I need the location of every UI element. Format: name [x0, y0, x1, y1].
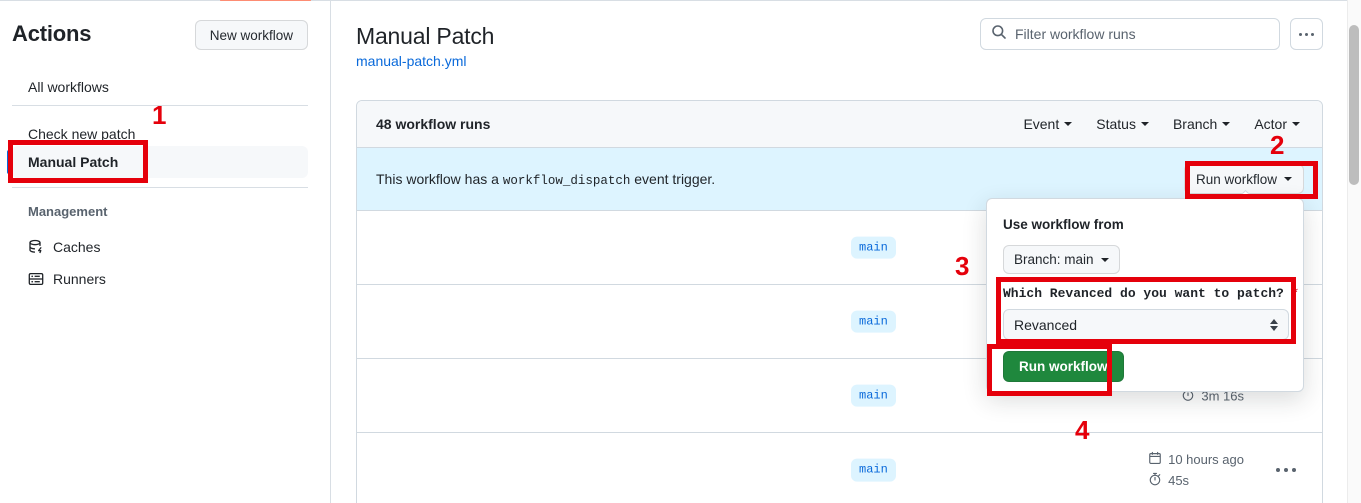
search-icon	[991, 24, 1015, 45]
dispatch-text-before: This workflow has a	[376, 170, 499, 187]
revanced-select[interactable]: Revanced	[1003, 309, 1289, 340]
branch-selector-label: Branch: main	[1014, 252, 1094, 267]
workflow-input-label: Which Revanced do you want to patch? *	[1003, 286, 1299, 301]
sidebar-item-label: Manual Patch	[28, 154, 119, 170]
page-title-actions: Actions	[12, 21, 92, 46]
chevron-down-icon	[1064, 122, 1073, 126]
sidebar-item-check-new-patch[interactable]: Check new patch	[12, 118, 308, 150]
sidebar-item-manual-patch[interactable]: Manual Patch	[7, 146, 308, 178]
select-arrows-icon	[1270, 318, 1278, 331]
sidebar: Actions New workflow All workflows Check…	[0, 1, 330, 503]
workflow-runs-panel: 48 workflow runs Event Status Branch	[356, 100, 1323, 503]
workflow-input-label-text: Which Revanced do you want to patch?	[1003, 286, 1284, 301]
sidebar-item-caches[interactable]: Caches	[12, 232, 308, 262]
workflow-file-link[interactable]: manual-patch.yml	[356, 53, 467, 69]
dispatch-text-after: event trigger.	[634, 170, 716, 187]
page-scrollbar-thumb[interactable]	[1349, 25, 1359, 185]
run-workflow-dropdown-button[interactable]: Run workflow	[1183, 164, 1304, 194]
sidebar-item-label: Runners	[53, 271, 106, 287]
sidebar-divider-2	[12, 187, 308, 188]
revanced-select-value: Revanced	[1014, 316, 1078, 333]
runners-icon	[28, 271, 44, 287]
kebab-dot	[1284, 468, 1288, 472]
branch-selector-button[interactable]: Branch: main	[1003, 245, 1120, 274]
stopwatch-icon	[1148, 472, 1162, 489]
chevron-down-icon	[1140, 122, 1149, 126]
sidebar-vertical-divider	[330, 0, 331, 503]
chevron-down-icon	[1292, 122, 1300, 126]
new-workflow-button[interactable]: New workflow	[194, 20, 308, 50]
kebab-dot	[1292, 468, 1296, 472]
row-options-button[interactable]	[1272, 464, 1300, 476]
run-duration-label: 45s	[1168, 473, 1190, 488]
run-timestamp: 10 hours ago	[1148, 451, 1244, 468]
dispatch-banner-text: This workflow has a workflow_dispatch ev…	[376, 171, 715, 188]
use-workflow-from-label: Use workflow from	[1003, 217, 1124, 232]
branch-badge[interactable]: main	[851, 458, 896, 482]
run-workflow-button-label: Run workflow	[1195, 171, 1277, 187]
workflow-runs-count: 48 workflow runs	[376, 116, 491, 132]
main-content: Manual Patch manual-patch.yml 48 workflo…	[331, 1, 1347, 503]
sidebar-header: Actions New workflow	[12, 20, 308, 54]
filter-label: Event	[1023, 116, 1060, 132]
chevron-down-icon	[1100, 257, 1109, 262]
dispatch-event-code: workflow_dispatch	[502, 173, 631, 188]
kebab-horizontal-icon	[1299, 32, 1314, 36]
filter-event[interactable]: Event	[1023, 116, 1073, 132]
filter-branch[interactable]: Branch	[1172, 116, 1231, 132]
filter-status[interactable]: Status	[1096, 116, 1149, 132]
sidebar-item-label: All workflows	[28, 79, 109, 95]
sidebar-item-runners[interactable]: Runners	[12, 264, 308, 294]
sidebar-item-all-workflows[interactable]: All workflows	[12, 71, 308, 103]
page-title: Manual Patch	[356, 23, 495, 49]
workflow-options-button[interactable]	[1290, 18, 1323, 50]
run-workflow-dropdown-panel: Use workflow from Branch: main Which Rev…	[986, 198, 1304, 392]
sidebar-divider-1	[12, 105, 308, 106]
filter-label: Actor	[1254, 116, 1287, 132]
kebab-dot	[1276, 468, 1280, 472]
filter-label: Branch	[1172, 116, 1218, 132]
branch-badge[interactable]: main	[851, 236, 896, 259]
runs-panel-header: 48 workflow runs Event Status Branch	[357, 101, 1322, 148]
run-meta: 10 hours ago 45s	[1148, 451, 1244, 489]
cache-icon	[28, 239, 44, 255]
table-row[interactable]: main 10 hours ago	[357, 433, 1322, 503]
filter-label: Status	[1096, 116, 1136, 132]
chevron-down-icon	[1222, 122, 1231, 126]
branch-badge[interactable]: main	[851, 384, 896, 407]
search-input[interactable]	[1015, 26, 1269, 42]
run-duration: 45s	[1148, 472, 1244, 489]
calendar-icon	[1148, 451, 1162, 468]
top-divider	[0, 0, 1347, 1]
sidebar-item-label: Check new patch	[28, 126, 136, 142]
chevron-down-icon	[1284, 177, 1292, 181]
filter-actor[interactable]: Actor	[1254, 116, 1300, 132]
required-marker: *	[1291, 286, 1300, 301]
runs-filters: Event Status Branch Actor	[1023, 116, 1300, 132]
run-workflow-submit-button[interactable]: Run workflow	[1003, 351, 1124, 382]
search-input-wrapper[interactable]	[980, 18, 1280, 50]
run-timestamp-label: 10 hours ago	[1168, 452, 1244, 467]
branch-badge[interactable]: main	[851, 310, 896, 333]
management-section-label: Management	[28, 204, 108, 219]
page-scrollbar-track[interactable]	[1347, 0, 1361, 503]
dropdown-caret	[1237, 190, 1253, 199]
sidebar-item-label: Caches	[53, 239, 101, 255]
